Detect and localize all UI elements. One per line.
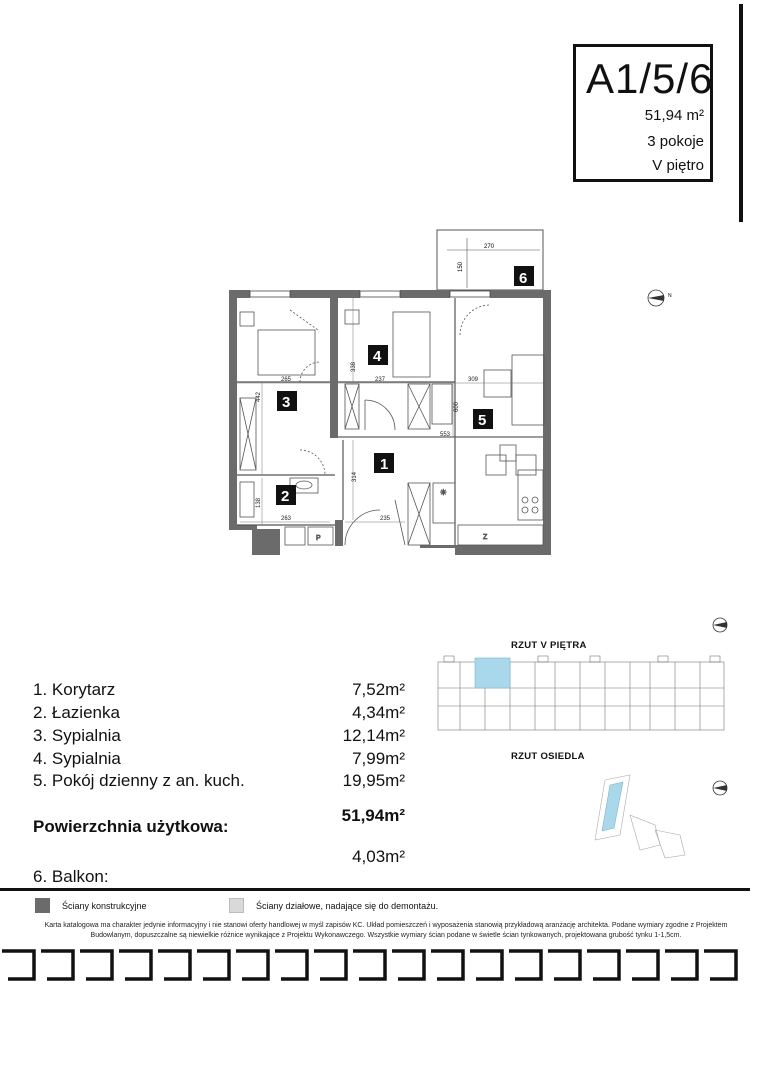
list-item: 3. Sypialnia 12,14m² [33, 726, 405, 746]
dim-bath-depth: 138 [256, 497, 262, 508]
decorative-band [2, 949, 738, 981]
dim-balcony-depth: 150 [458, 261, 464, 272]
disclaimer: Karta katalogowa ma charakter jedynie in… [44, 922, 728, 939]
estate-key-plan [594, 774, 686, 859]
floor-key-plan [437, 655, 725, 731]
bedroom-3-furniture [239, 309, 321, 471]
room-tags: 1 2 3 4 5 [276, 345, 493, 505]
dimension-lines [237, 298, 543, 525]
unit-area: 51,94 m² [644, 107, 704, 124]
key-plans-drawing [437, 617, 728, 859]
room-tag-3: 3 [282, 394, 290, 411]
band-segment [2, 949, 36, 981]
band-segment [119, 949, 153, 981]
structural-wall-swatch [35, 898, 50, 913]
band-segment [392, 949, 426, 981]
room-tag-box-6 [514, 266, 534, 286]
dim-room5-width: 309 [468, 377, 479, 383]
list-item: 5. Pokój dzienny z an. kuch. 19,95m² [33, 771, 405, 791]
band-segment [704, 949, 738, 981]
structural-wall-legend: Ściany konstrukcyjne [62, 901, 147, 911]
balcony-value: 4,03m² [352, 847, 405, 866]
room-name: 3. Sypialnia [33, 726, 121, 745]
room-tag-5: 5 [478, 412, 486, 429]
balcony: 270 150 6 [436, 229, 544, 291]
band-segment [587, 949, 621, 981]
dim-room4-depth: 338 [351, 361, 357, 372]
band-segment [236, 949, 270, 981]
room-area: 19,95m² [342, 771, 405, 790]
band-segment [509, 949, 543, 981]
room-area: 7,52m² [352, 680, 405, 699]
band-segment [548, 949, 582, 981]
room-area: 4,34m² [352, 703, 405, 722]
partition-wall-swatch [229, 898, 244, 913]
compass-icon: N [647, 289, 672, 307]
dimension-labels: 265 442 237 338 309 600 553 314 235 138 … [256, 361, 479, 522]
band-segment [314, 949, 348, 981]
partition-wall-legend: Ściany działowe, nadające się do demonta… [256, 901, 439, 911]
balcony-label: 6. Balkon: [33, 867, 109, 886]
dim-room3-depth: 442 [256, 391, 262, 402]
band-segment [353, 949, 387, 981]
unit-info-box: A1/5/6 51,94 m² 3 pokoje V piętro [573, 44, 713, 182]
svg-text:✳: ✳ [440, 488, 447, 497]
dim-living-total: 553 [440, 432, 451, 438]
room-tag-1: 1 [380, 456, 388, 473]
list-item: 4. Sypialnia 7,99m² [33, 749, 405, 769]
room-tag-4: 4 [373, 348, 382, 365]
room-area: 12,14m² [342, 726, 405, 745]
bedroom-4-furniture [344, 309, 453, 431]
band-segment [275, 949, 309, 981]
dim-corridor-depth: 314 [352, 471, 358, 482]
unit-rooms: 3 pokoje [647, 133, 704, 150]
dim-bath-width: 263 [281, 516, 292, 522]
compass-icon [712, 780, 728, 796]
compass-icon [712, 617, 728, 633]
room-name: 5. Pokój dzienny z an. kuch. [33, 771, 245, 790]
band-segment [431, 949, 465, 981]
dim-room3-width: 265 [281, 377, 292, 383]
band-segment [197, 949, 231, 981]
list-item: 2. Łazienka 4,34m² [33, 703, 405, 723]
svg-text:N: N [668, 293, 672, 299]
list-item: 1. Korytarz 7,52m² [33, 680, 405, 700]
band-segment [665, 949, 699, 981]
band-segment [80, 949, 114, 981]
usable-area-label: Powierzchnia użytkowa: [33, 817, 229, 836]
structural-walls [229, 290, 551, 555]
dim-room5-depth: 600 [454, 401, 460, 412]
divider [0, 888, 750, 891]
room-name: 1. Korytarz [33, 680, 116, 699]
room-name: 4. Sypialnia [33, 749, 121, 768]
floor-plan-drawing: 270 150 6 [229, 229, 672, 555]
dim-room4-width: 237 [375, 377, 386, 383]
estate-key-plan-title: RZUT OSIEDLA [511, 751, 585, 762]
room-name: 2. Łazienka [33, 703, 120, 722]
corridor-furniture: ✳ [299, 449, 456, 546]
dim-balcony-width: 270 [484, 244, 495, 250]
unit-code: A1/5/6 [586, 55, 714, 102]
unit-highlight [474, 657, 511, 689]
dim-corridor-width: 235 [380, 516, 391, 522]
partition-walls [237, 298, 543, 545]
floor-key-plan-title: RZUT V PIĘTRA [511, 640, 587, 651]
windows [249, 290, 491, 298]
room-tag-6: 6 [519, 270, 527, 287]
living-room-furniture: Z [457, 304, 545, 546]
fridge-label: Z [483, 534, 488, 541]
band-segment [470, 949, 504, 981]
usable-area-value: 51,94m² [341, 806, 405, 825]
band-segment [158, 949, 192, 981]
band-segment [626, 949, 660, 981]
room-tag-2: 2 [281, 488, 289, 505]
header-vertical-rule [739, 4, 743, 222]
band-segment [41, 949, 75, 981]
washer-label: P [316, 535, 321, 542]
unit-floor: V piętro [652, 157, 704, 174]
room-area: 7,99m² [352, 749, 405, 768]
